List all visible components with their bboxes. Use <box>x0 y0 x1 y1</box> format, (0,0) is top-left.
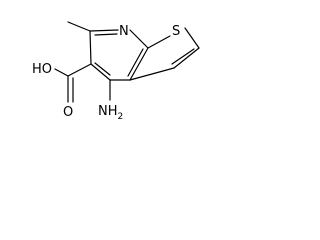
bond-c4-c5 <box>90 63 111 81</box>
amine-subscript-label: 2 <box>118 112 124 122</box>
bond-c7a-c3a <box>129 47 149 81</box>
structure-canvas: N S HO O NH2 <box>0 0 221 139</box>
bond-s1-c2 <box>184 27 200 49</box>
bond-n7-c7a <box>129 29 149 49</box>
molecule-structure: N S HO O NH2 <box>32 21 200 122</box>
bond-carboxyl-oh <box>54 68 69 77</box>
bond-c5-carboxyl <box>67 63 92 77</box>
bond-c2-c3 <box>173 47 200 69</box>
double-bond-c4-c5 <box>94 62 111 76</box>
sulfur-atom-label: S <box>172 24 180 39</box>
double-bond-c2-c3 <box>171 48 195 65</box>
carbonyl-oxygen-label: O <box>63 105 73 120</box>
bond-c7a-s1 <box>147 35 171 49</box>
bond-methyl <box>67 21 91 32</box>
hydroxyl-label: HO <box>32 62 52 77</box>
double-bond-c7a-c3a <box>127 48 144 77</box>
bond-c3-c3a <box>129 67 175 81</box>
amine-label: NH2 <box>98 104 123 122</box>
amine-nh-label: NH <box>98 104 118 119</box>
bond-c6-n7 <box>89 29 119 32</box>
double-bond-c6-n7 <box>94 33 118 36</box>
nitrogen-atom-label: N <box>119 24 129 39</box>
bond-c5-c6 <box>89 30 92 65</box>
